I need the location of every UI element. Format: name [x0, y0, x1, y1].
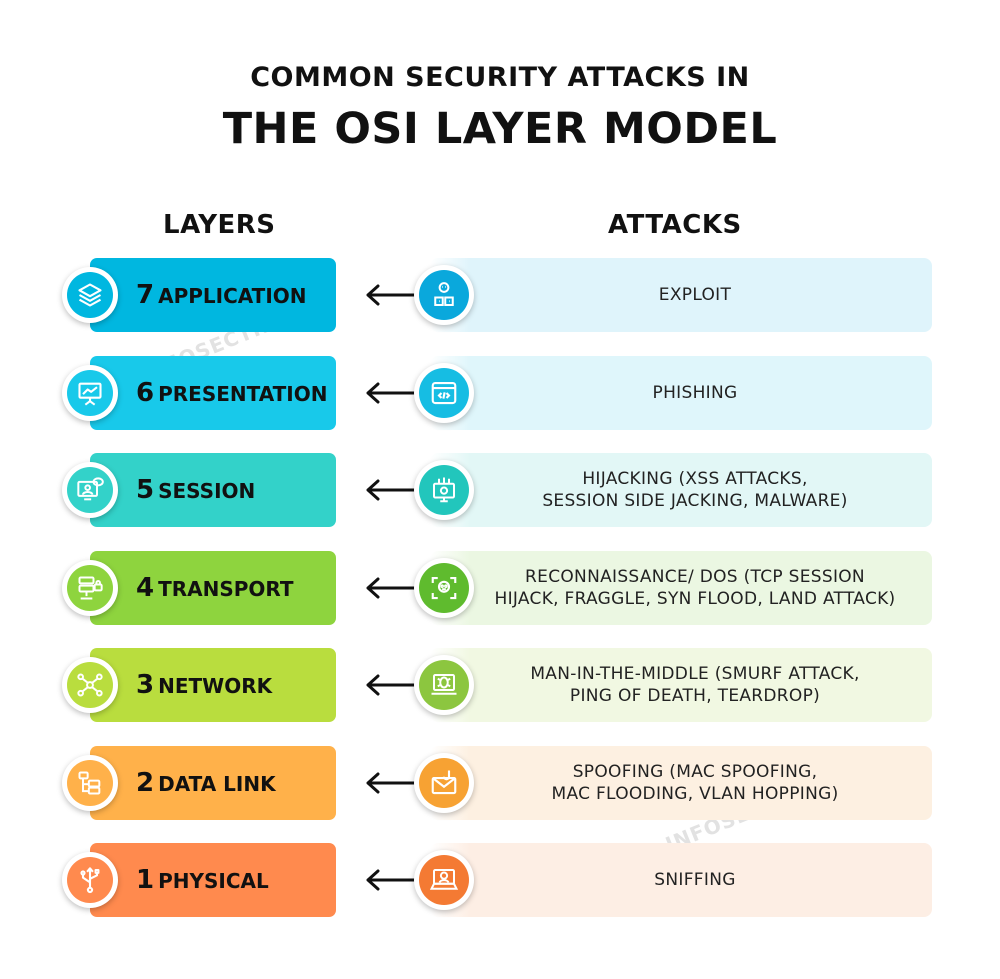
layer-name: SESSION — [158, 479, 256, 503]
page-title-line-1: COMMON SECURITY ATTACKS IN — [250, 62, 750, 93]
layer-number: 4 — [136, 572, 155, 603]
attack-line: SNIFFING — [654, 870, 736, 890]
attack-description: MAN-IN-THE-MIDDLE (SMURF ATTACK,PING OF … — [458, 648, 932, 722]
left-arrow-icon — [366, 479, 418, 501]
circuit-monitor-icon — [414, 460, 474, 520]
server-lock-icon — [62, 559, 118, 616]
layer-name: DATA LINK — [158, 771, 276, 796]
attack-line: SESSION SIDE JACKING, MALWARE) — [542, 491, 848, 511]
hacker-icon — [414, 265, 474, 325]
layer-number: 2 — [136, 767, 155, 798]
attack-line: PING OF DEATH, TEARDROP) — [569, 686, 821, 706]
attack-description: PHISHING — [458, 356, 932, 430]
bug-laptop-icon — [414, 655, 474, 715]
layer-box — [90, 453, 336, 527]
layer-name: PRESENTATION — [158, 381, 328, 406]
attack-line: EXPLOIT — [658, 285, 732, 305]
layer-box — [90, 648, 336, 722]
layer-name: PHYSICAL — [158, 869, 269, 893]
layer-number: 6 — [136, 377, 155, 408]
attack-line: MAN-IN-THE-MIDDLE (SMURF ATTACK, — [530, 664, 860, 684]
attack-description: SNIFFING — [458, 843, 932, 917]
attack-box — [430, 648, 932, 722]
network-nodes-icon — [62, 657, 118, 713]
attack-box — [430, 550, 932, 625]
layer-box — [90, 745, 336, 820]
folder-tree-icon — [62, 754, 118, 811]
layer-box — [90, 258, 336, 332]
left-arrow-icon — [366, 284, 418, 306]
user-monitor-icon — [62, 462, 118, 518]
attack-box — [430, 745, 932, 820]
layer-box — [90, 550, 336, 625]
left-arrow-icon — [366, 674, 418, 696]
attack-box — [430, 453, 932, 527]
left-arrow-icon — [366, 382, 418, 403]
layer-number: 3 — [136, 670, 155, 700]
attack-line: HIJACK, FRAGGLE, SYN FLOOD, LAND ATTACK) — [494, 588, 896, 609]
face-scan-icon — [414, 557, 474, 618]
attack-line: HIJACKING (XSS ATTACKS, — [582, 469, 808, 489]
email-hook-icon — [414, 752, 474, 813]
attack-box — [430, 258, 932, 332]
attack-line: SPOOFING (MAC SPOOFING, — [572, 761, 818, 782]
left-arrow-icon — [366, 577, 418, 598]
attack-box — [430, 355, 932, 430]
usb-icon — [62, 852, 118, 908]
left-arrow-icon — [366, 772, 418, 793]
browser-code-icon — [414, 362, 474, 423]
layer-number: 5 — [136, 475, 155, 505]
layer-name: NETWORK — [158, 674, 273, 698]
layer-name: TRANSPORT — [158, 576, 294, 601]
attack-line: PHISHING — [652, 382, 738, 403]
attack-box — [430, 843, 932, 917]
attack-line: MAC FLOODING, VLAN HOPPING) — [551, 783, 839, 804]
attacks-column-heading: ATTACKS — [608, 210, 742, 240]
layers-column-heading: LAYERS — [163, 210, 276, 240]
page-title-line-2: THE OSI LAYER MODEL — [222, 104, 778, 154]
layer-number: 1 — [136, 865, 155, 895]
layer-box — [90, 355, 336, 430]
layer-box — [90, 843, 336, 917]
layers-icon — [62, 267, 118, 323]
attack-description: EXPLOIT — [458, 258, 932, 332]
layer-name: APPLICATION — [158, 284, 307, 308]
hacker-laptop-icon — [414, 850, 474, 910]
attack-line: RECONNAISSANCE/ DOS (TCP SESSION — [525, 566, 865, 587]
left-arrow-icon — [366, 869, 418, 891]
layer-number: 7 — [136, 280, 155, 310]
presentation-board-icon — [62, 364, 118, 421]
attack-description: HIJACKING (XSS ATTACKS,SESSION SIDE JACK… — [458, 453, 932, 527]
attack-description: SPOOFING (MAC SPOOFING,MAC FLOODING, VLA… — [458, 746, 932, 820]
